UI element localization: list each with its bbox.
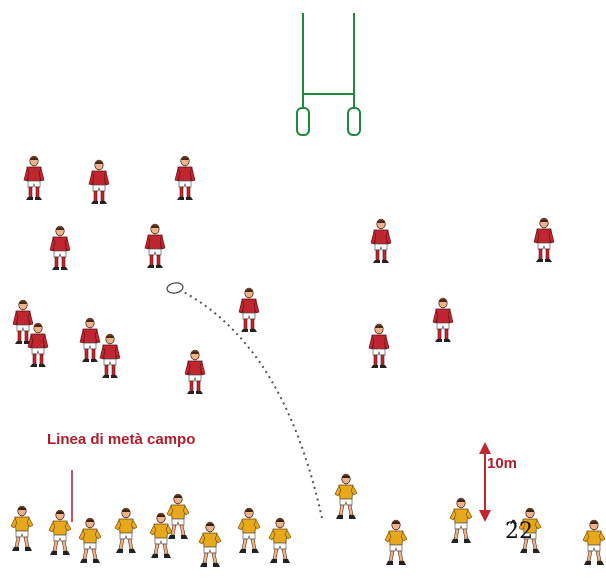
- defending-player: [27, 322, 49, 368]
- attacking-player: [384, 519, 408, 566]
- attacking-player: [78, 517, 102, 564]
- attacking-player: [237, 507, 261, 554]
- defending-player: [88, 159, 110, 205]
- double-arrow-icon: [479, 442, 491, 522]
- attacking-player: [114, 507, 138, 554]
- player-number-label: 2̂2: [505, 519, 533, 544]
- defending-player: [238, 287, 260, 333]
- defending-player: [79, 317, 101, 363]
- attacking-player: [149, 512, 173, 559]
- attacking-player: [10, 505, 34, 552]
- attacking-player: [268, 517, 292, 564]
- defending-player: [174, 155, 196, 201]
- rugby-ball-icon: [166, 282, 184, 294]
- distance-label: 10m: [487, 455, 517, 472]
- defending-player: [99, 333, 121, 379]
- halfway-line-label: Linea di metà campo: [47, 431, 195, 448]
- kick-trajectory: [175, 287, 323, 519]
- defending-player: [370, 218, 392, 264]
- defending-player: [49, 225, 71, 271]
- defending-player: [12, 299, 34, 345]
- defending-team: [12, 155, 555, 395]
- rugby-posts-icon: [296, 13, 361, 136]
- attacking-player: [48, 509, 72, 556]
- attacking-player: [449, 497, 473, 544]
- attacking-player: [198, 521, 222, 568]
- attacking-player: [582, 519, 606, 566]
- defending-player: [184, 349, 206, 395]
- defending-player: [23, 155, 45, 201]
- defending-player: [144, 223, 166, 269]
- defending-player: [432, 297, 454, 343]
- defending-player: [368, 323, 390, 369]
- defending-player: [533, 217, 555, 263]
- kicker-player: [334, 473, 358, 520]
